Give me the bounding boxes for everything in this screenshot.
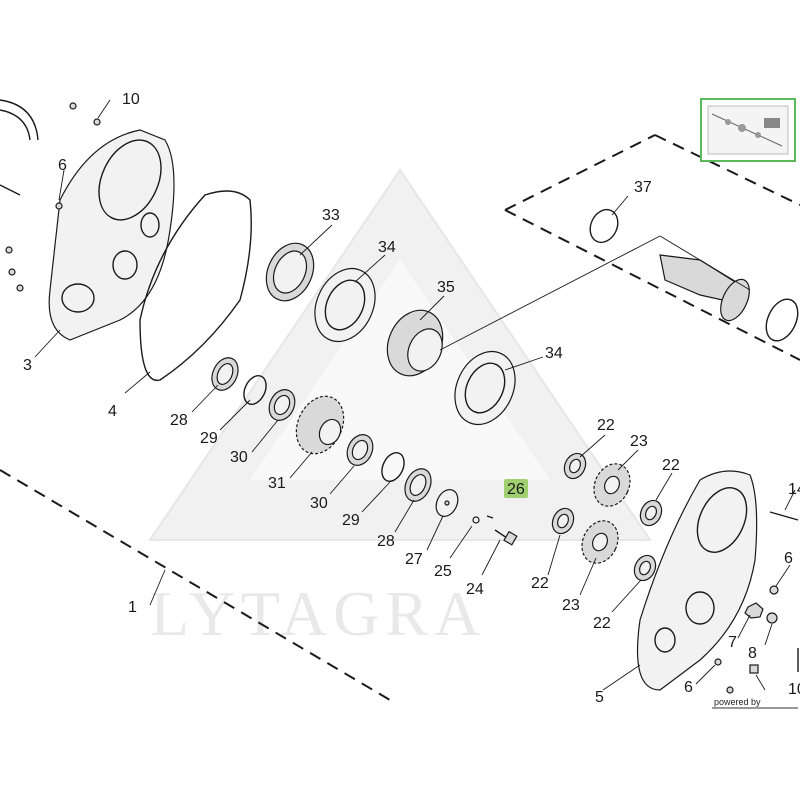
part-bolt[interactable] — [494, 529, 518, 546]
part-front-housing[interactable] — [48, 129, 175, 341]
part-bearing-22-d[interactable] — [630, 552, 659, 584]
callout-3: 3 — [23, 357, 32, 374]
part-gear-23-a[interactable] — [587, 458, 636, 512]
callout-37: 37 — [634, 179, 652, 196]
part-circlip-upper[interactable] — [240, 372, 271, 408]
callout-30-upper: 30 — [230, 449, 248, 466]
part-seal-ring-partial — [0, 99, 39, 141]
part-right-fasteners — [714, 511, 799, 694]
callout-28-upper: 28 — [170, 412, 188, 429]
callout-24: 24 — [466, 581, 484, 598]
part-bearing-22-c[interactable] — [548, 505, 577, 537]
callout-26: 26 — [507, 481, 525, 498]
callout-1: 1 — [128, 599, 137, 616]
part-circlip-lower[interactable] — [378, 449, 409, 485]
callout-33: 33 — [322, 207, 340, 224]
callout-35: 35 — [437, 279, 455, 296]
part-needle-bearing-lower[interactable] — [342, 430, 377, 469]
part-oil-seal-lower[interactable] — [400, 465, 436, 506]
part-pin[interactable] — [486, 515, 494, 519]
leader-lines — [34, 99, 796, 691]
callouts: 10 6 3 4 33 34 35 34 37 28 29 30 31 30 2… — [23, 91, 800, 706]
part-gear-23-b[interactable] — [575, 515, 624, 569]
callout-22-b: 22 — [662, 457, 680, 474]
callout-30-lower: 30 — [310, 495, 328, 512]
powered-by-badge: powered by — [708, 690, 800, 710]
callout-4: 4 — [108, 403, 117, 420]
watermark: LYTAGRA — [148, 168, 652, 649]
callout-27: 27 — [405, 551, 423, 568]
leader-shaft-end — [659, 235, 751, 291]
callout-29-lower: 29 — [342, 512, 360, 529]
part-o-ring[interactable] — [585, 205, 623, 247]
callout-6-left: 6 — [58, 157, 67, 174]
part-bearing-22-b[interactable] — [636, 497, 665, 529]
callout-34-lower: 34 — [545, 345, 563, 362]
callout-14: 14 — [788, 481, 800, 498]
overview-thumbnail[interactable] — [700, 98, 796, 162]
callout-23-b: 23 — [562, 597, 580, 614]
part-small-washer[interactable] — [472, 516, 480, 524]
callout-31: 31 — [268, 475, 286, 492]
part-thrust-washer[interactable] — [432, 486, 462, 520]
callout-8: 8 — [748, 645, 757, 662]
part-ball-bearing-lower[interactable] — [444, 342, 527, 435]
part-gear-sleeve[interactable] — [377, 301, 453, 385]
callout-highlight — [504, 479, 528, 498]
part-rear-housing[interactable] — [637, 470, 758, 691]
part-idler-gear[interactable] — [287, 389, 352, 462]
callout-5: 5 — [595, 689, 604, 706]
part-pto-shaft-assembly[interactable] — [659, 254, 800, 346]
callout-6-bottom: 6 — [684, 679, 693, 696]
assembly-boundary-lines — [0, 134, 800, 701]
callout-23-a: 23 — [630, 433, 648, 450]
callout-28-lower: 28 — [377, 533, 395, 550]
callout-10-bottom: 10 — [788, 681, 800, 698]
callout-7: 7 — [728, 634, 737, 651]
callout-22-a: 22 — [597, 417, 615, 434]
callout-25: 25 — [434, 563, 452, 580]
watermark-text: LYTAGRA — [150, 578, 486, 649]
callout-22-c: 22 — [531, 575, 549, 592]
leader-35-shaft — [439, 235, 661, 351]
part-gasket[interactable] — [139, 190, 252, 381]
part-shaft-seal[interactable] — [257, 236, 322, 309]
callout-6-right: 6 — [784, 550, 793, 567]
powered-by-text: powered by — [714, 697, 761, 707]
callout-34-upper: 34 — [378, 239, 396, 256]
part-bearing-22-a[interactable] — [560, 450, 589, 482]
thumbnail-icon — [707, 105, 789, 155]
part-oil-seal-upper[interactable] — [207, 354, 243, 395]
part-needle-bearing-upper[interactable] — [264, 385, 299, 424]
part-left-bolts — [0, 102, 101, 292]
callout-10-top: 10 — [122, 91, 140, 108]
callout-29-upper: 29 — [200, 430, 218, 447]
callout-22-d: 22 — [593, 615, 611, 632]
